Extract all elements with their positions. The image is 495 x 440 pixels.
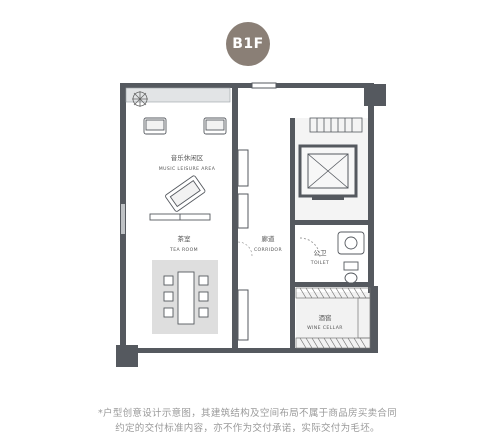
music-area-label-cn: 音乐休闲区 (171, 153, 204, 162)
toilet-label-en: TOILET (310, 260, 329, 266)
floor-badge-label: B1F (232, 36, 264, 52)
tea-room-label-cn: 茶室 (178, 234, 192, 243)
floor-badge: B1F (226, 22, 270, 66)
tea-room-label-en: TEA ROOM (169, 247, 198, 253)
tea-table-set (163, 271, 209, 325)
wine-cellar-floor (296, 292, 370, 347)
elevator-icon (298, 144, 358, 200)
leisure-furniture (143, 117, 227, 221)
disclaimer-line-2: 约定的交付标准内容，亦不作为交付承诺，实际交付为毛坯。 (115, 423, 380, 434)
toilet-label-cn: 公卫 (314, 249, 328, 257)
disclaimer-line-1: *户型创意设计示意图，其建筑结构及空间布局不属于商品房买卖合同 (97, 408, 398, 419)
top-window (251, 82, 277, 89)
right-walls (290, 118, 370, 353)
wine-cellar-label-cn: 酒窖 (319, 313, 333, 322)
central-partition (232, 88, 253, 348)
staircase (309, 117, 363, 133)
wine-cellar-label-en: WINE CELLAR (307, 325, 343, 331)
toilet-fixtures (299, 231, 365, 284)
corridor-label-en: CORRIDOR (254, 247, 283, 253)
wine-racks (295, 287, 371, 349)
corridor-label-cn: 廊道 (262, 234, 276, 243)
light-well (125, 87, 231, 103)
left-window (121, 204, 125, 234)
music-area-label-en: MUSIC LEISURE AREA (159, 166, 216, 172)
plant-icon (132, 91, 148, 107)
